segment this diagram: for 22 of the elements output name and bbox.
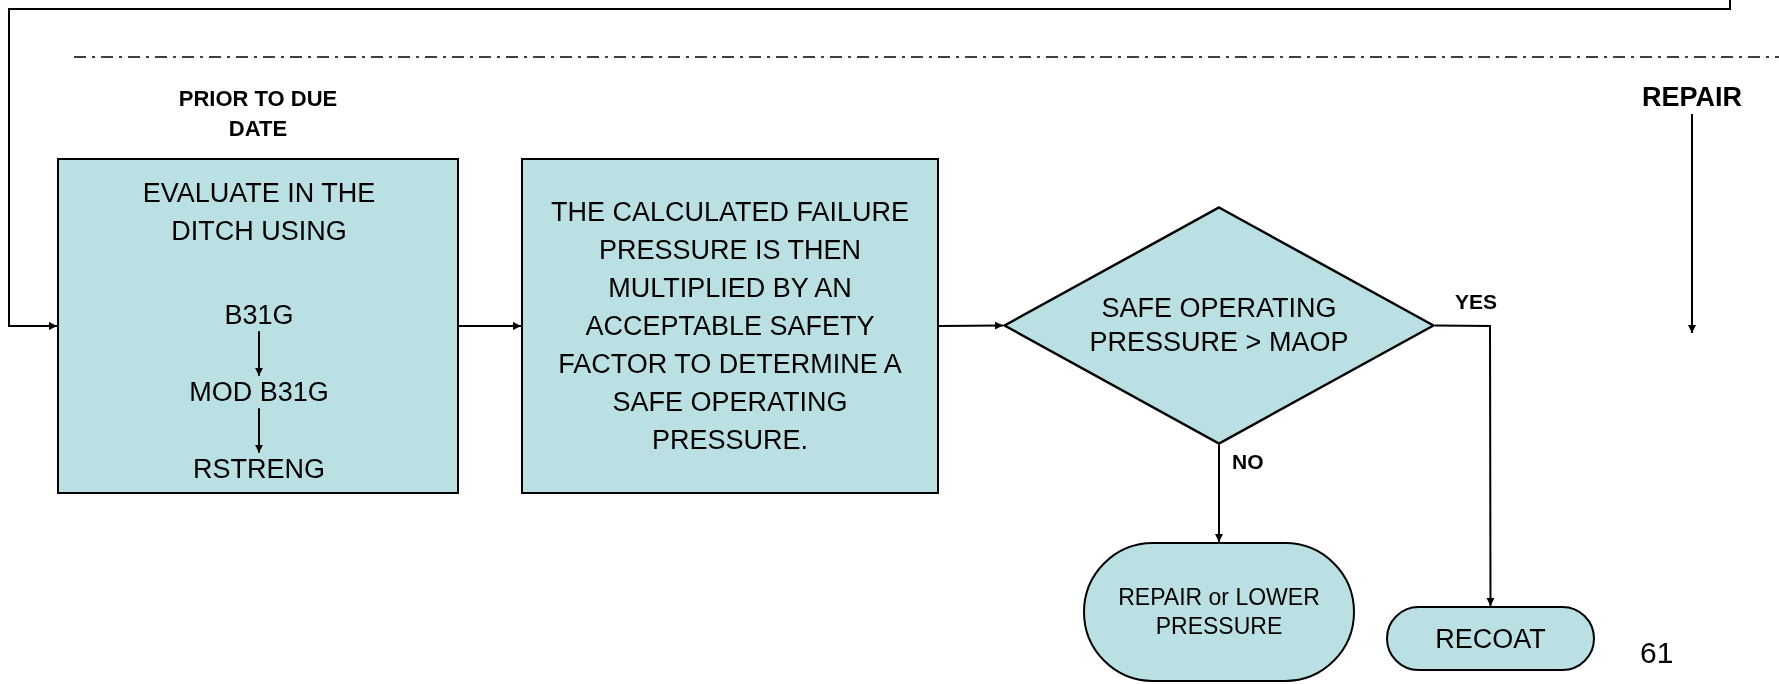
process-box xyxy=(57,158,459,494)
arrow xyxy=(1215,444,1223,543)
arrow xyxy=(255,407,263,454)
method-label: MOD B31G xyxy=(189,375,329,409)
arrow xyxy=(8,0,1731,330)
annotation-text: PRIOR TO DUE DATE xyxy=(177,85,339,143)
box-text: EVALUATE IN THE DITCH USING xyxy=(141,177,377,248)
box-text: SAFE OPERATING PRESSURE > MAOP xyxy=(1088,291,1350,360)
box-text: REPAIR or LOWER PRESSURE xyxy=(1117,582,1321,641)
method-label: B31G xyxy=(224,298,294,332)
method-label: RSTRENG xyxy=(193,452,325,486)
arrow xyxy=(255,330,263,377)
arrow xyxy=(1434,324,1495,607)
box-text: THE CALCULATED FAILURE PRESSURE IS THEN MULTIPLIED BY AN ACCEPTABLE SAFETY FACTOR TO DETERMINE A SAFE OPERATING PRESSURE. xyxy=(549,196,911,457)
page-number: 61 xyxy=(1640,635,1674,671)
box-text: RECOAT xyxy=(1434,622,1547,656)
arrow xyxy=(1688,113,1696,334)
decision-diamond xyxy=(1003,206,1435,445)
arrow xyxy=(458,322,522,330)
heading-text: REPAIR xyxy=(1602,80,1779,114)
process-box xyxy=(521,158,939,494)
arrow xyxy=(938,321,1004,330)
